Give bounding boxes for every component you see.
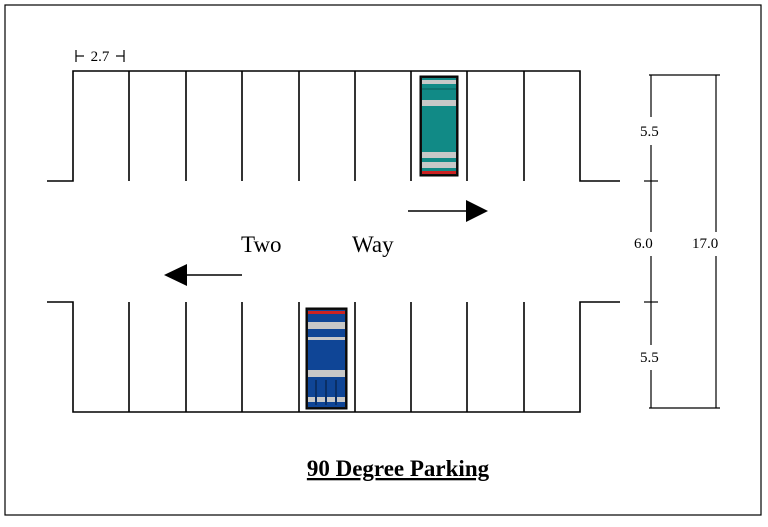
bottom-row-outline [47,301,620,413]
flow-word-two: Two [241,232,282,257]
diagram-border [4,4,762,516]
top-stall-dividers [128,71,525,181]
blue-car [305,307,348,410]
stall-width-label: 2.7 [91,49,110,65]
top-row-outline [47,70,620,182]
bottom-stall-dividers [128,302,525,412]
component-dimension-line [644,75,658,408]
aisle-width-label: 6.0 [634,236,653,252]
teal-car [419,75,459,177]
top-row-depth-label: 5.5 [640,124,659,140]
stall-width-dimension: 2.7 [75,49,125,65]
bottom-row-depth-label: 5.5 [640,350,659,366]
diagram-caption: 90 Degree Parking [307,456,490,481]
flow-word-way: Way [352,232,394,257]
arrow-left-icon [164,264,242,286]
arrow-right-icon [408,200,488,222]
total-dimension-line [649,74,720,409]
total-depth-label: 17.0 [692,236,718,252]
